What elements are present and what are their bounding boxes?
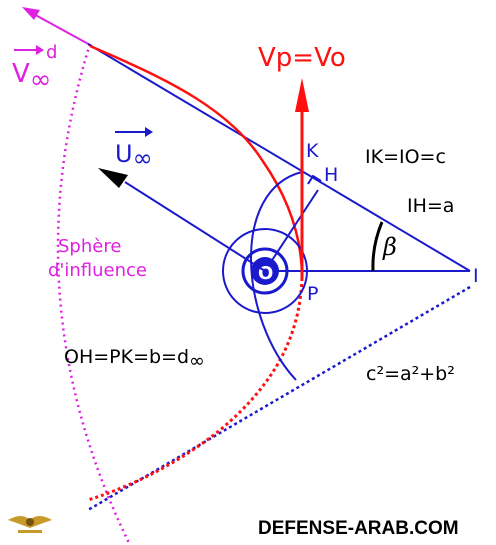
u-infinity-arrow-line bbox=[124, 181, 266, 272]
right-angle-marker bbox=[307, 174, 322, 185]
incoming-asymptote-line bbox=[87, 43, 471, 272]
label-c-squared: c²=a²+b² bbox=[366, 363, 455, 385]
planet-ring bbox=[241, 247, 289, 295]
label-sphere-line2: d'influence bbox=[48, 260, 147, 281]
label-oh-pk-main: OH=PK=b=d bbox=[64, 346, 189, 368]
oh-segment bbox=[264, 189, 319, 272]
label-o: O bbox=[258, 263, 273, 284]
label-u-sub: ∞ bbox=[133, 144, 153, 172]
trajectory-dotted bbox=[87, 277, 304, 502]
label-ih-a: IH=a bbox=[407, 195, 454, 217]
label-ik-io-c: IK=IO=c bbox=[365, 146, 446, 168]
v-vector-bar-head bbox=[36, 45, 44, 55]
arrow-up-left-icon bbox=[22, 7, 40, 20]
label-vp-vo: Vp=Vo bbox=[258, 43, 346, 73]
u-vector-bar-head bbox=[145, 127, 153, 137]
beta-angle-arc bbox=[371, 221, 384, 272]
label-v-main: V bbox=[12, 59, 30, 89]
eagle-emblem-icon bbox=[8, 516, 52, 533]
u-infinity-arrowhead bbox=[98, 168, 128, 188]
v-infinity-arrow-line bbox=[29, 11, 93, 47]
construction-arc bbox=[250, 171, 303, 381]
label-oh-pk-sub: ∞ bbox=[189, 350, 205, 372]
label-v-sub: ∞ bbox=[30, 65, 52, 95]
label-sphere-line1: Sphère bbox=[58, 236, 121, 257]
label-h: H bbox=[324, 164, 338, 186]
label-i: I bbox=[473, 265, 479, 287]
label-v-infinity: V∞ bbox=[12, 59, 51, 95]
label-oh-pk: OH=PK=b=d∞ bbox=[64, 346, 205, 372]
sphere-of-influence-arc bbox=[56, 43, 132, 545]
arrow-up-icon bbox=[295, 78, 309, 112]
trajectory-solid bbox=[89, 44, 304, 279]
label-u-main: U bbox=[115, 140, 133, 168]
label-k: K bbox=[306, 140, 319, 162]
label-p: P bbox=[307, 283, 318, 305]
label-u-infinity: U∞ bbox=[115, 140, 153, 172]
footer-watermark: DEFENSE-ARAB.COM bbox=[258, 518, 459, 539]
label-v-superscript: d bbox=[46, 42, 57, 63]
planet-influence-circle bbox=[222, 228, 308, 314]
label-beta: β bbox=[382, 233, 397, 261]
